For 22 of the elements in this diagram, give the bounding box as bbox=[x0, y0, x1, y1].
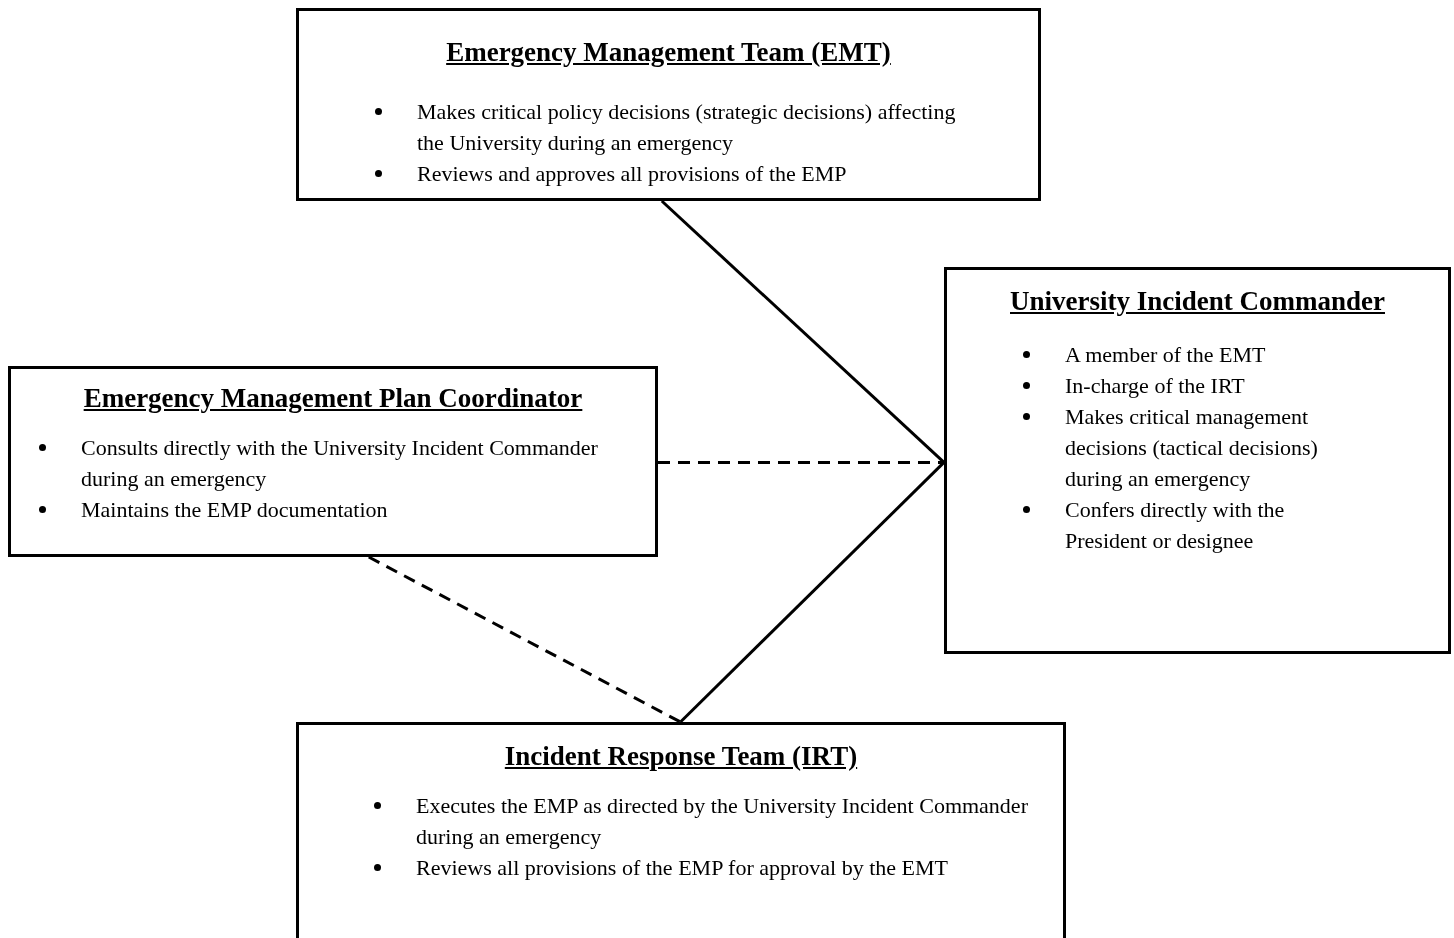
bullet-text: Confers directly with the President or designee bbox=[1065, 497, 1285, 553]
bullet-text: In-charge of the IRT bbox=[1065, 373, 1245, 398]
box-heading: Emergency Management Team (EMT) bbox=[445, 37, 892, 68]
bullet-text: Maintains the EMP documentation bbox=[81, 497, 388, 522]
bullet-text: Reviews and approves all provisions of the EMP bbox=[417, 161, 847, 186]
connector-line bbox=[368, 555, 682, 724]
connector-line bbox=[658, 460, 944, 464]
text-box bbox=[8, 366, 658, 557]
bullet-text: Executes the EMP as directed by the University Incident Commander during an emergency bbox=[416, 793, 1028, 849]
bullet-text: A member of the EMT bbox=[1065, 342, 1266, 367]
bullet-text: Makes critical management decisions (tactical decisions) during an emergency bbox=[1065, 404, 1318, 491]
box-heading: Incident Response Team (IRT) bbox=[503, 741, 859, 772]
box-heading: University Incident Commander bbox=[1009, 286, 1386, 317]
bullet-text: Reviews all provisions of the EMP for approval by the EMT bbox=[416, 855, 948, 880]
box-heading: Emergency Management Plan Coordinator bbox=[82, 383, 584, 414]
connector-line bbox=[679, 461, 946, 724]
text-box bbox=[944, 267, 1451, 654]
bullet-text: Consults directly with the University Incident Commander during an emergency bbox=[81, 435, 598, 491]
connector-line bbox=[660, 199, 945, 464]
bullet-text: Makes critical policy decisions (strategic decisions) affecting the University during an emergency bbox=[417, 99, 956, 155]
text-box bbox=[296, 722, 1066, 938]
text-box bbox=[296, 8, 1041, 201]
